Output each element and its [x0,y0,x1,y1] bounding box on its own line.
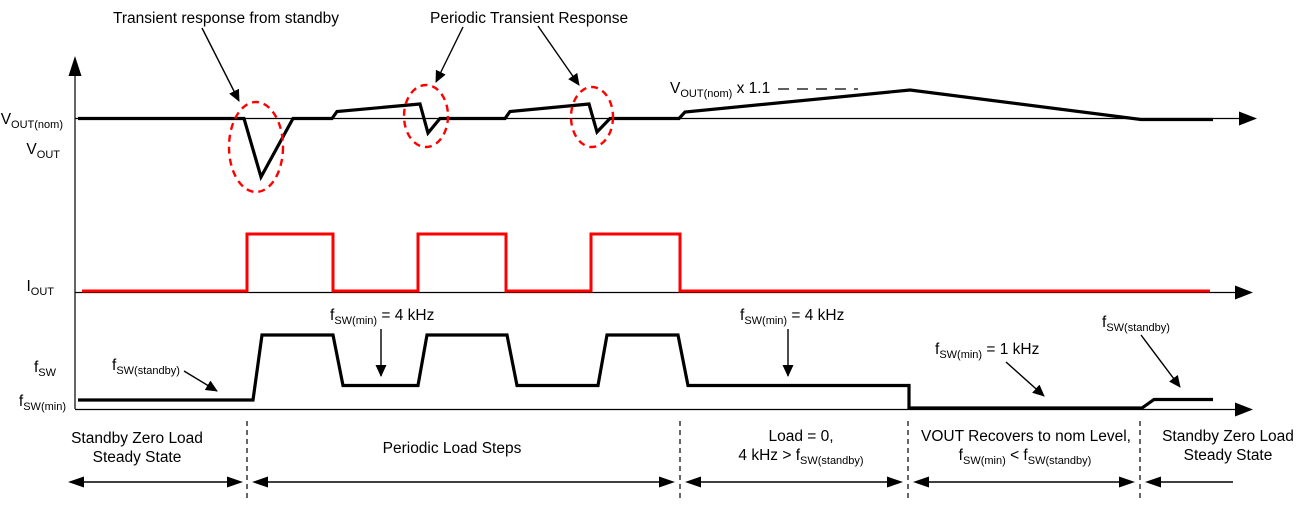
region-span-arrow-2 [252,476,675,488]
region-3-label-line1: Load = 0, [768,428,833,445]
region-3-label-line2: 4 kHz > fSW(standby) [738,447,863,467]
region-1-label-line2: Steady State [93,449,182,466]
standby-transient-arrow [201,27,240,102]
fsw-min-1khz-label: fSW(min) = 1 kHz [935,341,1039,361]
fsw-waveform [78,333,1213,410]
region-2-label: Periodic Load Steps [383,440,522,457]
region-span-arrow-4 [913,476,1135,488]
transient-highlight-circle-1 [227,100,285,194]
region-4-label-line2: fSW(min) < fSW(standby) [959,447,1092,467]
fsw-min-axis-label: fSW(min) [19,393,66,413]
region-span-arrow-5 [1145,476,1233,488]
fsw-axis-arrowhead [1235,402,1253,417]
transient-highlight-circle-3 [569,85,615,149]
vout-waveform [78,88,1213,182]
transient-from-standby-label: Transient response from standby [113,10,339,27]
vout-nom-axis-label: VOUT(nom) [1,111,63,131]
periodic-transient-arrow-right [537,25,580,86]
iout-waveform [82,232,1210,293]
region-span-arrow-1 [68,476,243,488]
iout-axis-label: IOUT [26,278,54,298]
region-5-label-line2: Steady State [1184,447,1273,464]
periodic-transient-label: Periodic Transient Response [430,10,628,27]
iout-axis-arrowhead [1235,285,1253,300]
vout-axis-arrowhead [1239,111,1257,126]
fsw-min-4khz-label-2: fSW(min) = 4 kHz [740,307,844,327]
periodic-transient-arrow-left [435,26,464,83]
fsw-standby-left-label: fSW(standby) [112,357,180,377]
region-5-label-line1: Standby Zero Load [1162,428,1294,445]
fsw-min-1khz-arrow [1005,361,1045,397]
vertical-axis-arrowhead [68,56,82,76]
vout-axis-label: VOUT [26,141,60,161]
region-span-arrow-3 [685,476,903,488]
fsw-standby-right-arrow [1140,334,1181,388]
region-1-label-line1: Standby Zero Load [71,430,203,447]
fsw-axis-label: fSW [34,359,57,379]
fsw-standby-left-arrow [183,370,218,392]
vout-overshoot-label: VOUT(nom) x 1.1 [670,80,770,100]
fsw-standby-right-label: fSW(standby) [1102,314,1170,334]
transient-highlight-circle-2 [402,83,450,149]
fsw-min-4khz-label-1: fSW(min) = 4 kHz [330,307,434,327]
region-4-label-line1: VOUT Recovers to nom Level, [921,428,1131,445]
